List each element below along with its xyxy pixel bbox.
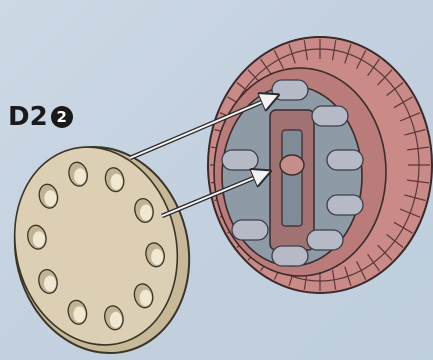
hubcap-hole-highlight — [111, 174, 123, 190]
hubcap-hole-highlight — [151, 249, 163, 265]
axle-slot — [282, 130, 302, 226]
mounting-peg — [222, 150, 258, 170]
hubcap-part-d2 — [0, 128, 211, 360]
mounting-peg — [307, 230, 343, 250]
mounting-peg — [272, 80, 308, 100]
mounting-peg — [272, 246, 308, 266]
hubcap-hole-highlight — [73, 306, 85, 322]
mounting-peg — [232, 220, 268, 240]
mounting-peg — [312, 106, 348, 126]
hubcap-hole-highlight — [110, 312, 122, 328]
hubcap-hole-highlight — [74, 168, 86, 184]
hubcap-hole-highlight — [140, 205, 152, 221]
hubcap-hole-highlight — [140, 290, 152, 306]
hubcap-hole-highlight — [33, 231, 45, 247]
mounting-peg — [327, 195, 363, 215]
hubcap-hole-highlight — [44, 190, 56, 206]
wheel-assembly — [208, 37, 432, 293]
hubcap-hole-highlight — [44, 276, 56, 292]
axle-peg — [280, 155, 304, 175]
part-code: D2 — [8, 102, 48, 132]
quantity-badge: 2 — [51, 106, 73, 128]
mounting-peg — [327, 150, 363, 170]
part-label: D2 2 — [8, 102, 73, 132]
